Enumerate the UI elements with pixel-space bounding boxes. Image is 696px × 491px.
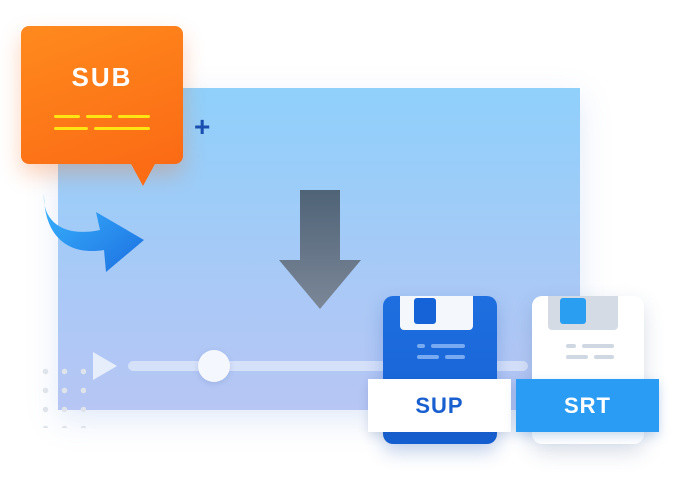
sup-file-tab [400,296,473,330]
progress-knob[interactable] [198,350,230,382]
srt-format-label[interactable]: SRT [516,379,659,432]
curved-arrow-icon [43,194,144,272]
srt-text-line [582,344,614,348]
sup-text-line [417,344,425,348]
subtitle-dash [94,127,150,130]
srt-text-line [594,355,614,359]
sup-text-line [417,355,439,359]
srt-file-tab-slot [560,298,586,324]
plus-sign: + [194,111,211,142]
sub-subtitle-bubble [21,26,183,164]
subtitle-dash [54,127,88,130]
sup-text-line [445,355,465,359]
srt-text-line [566,355,588,359]
sup-file-tab-slot [414,298,436,324]
dot-grid-decoration [36,362,86,428]
sup-text-line [431,344,465,348]
subtitle-dash [54,115,80,118]
progress-track[interactable] [128,361,528,371]
sub-label: SUB [71,62,133,92]
down-arrow-icon [279,190,361,309]
subtitle-dash [86,115,112,118]
sub-bubble-tail [130,162,156,186]
sup-format-label[interactable]: SUP [368,379,511,432]
srt-text-line [566,344,576,348]
subtitle-dash [118,115,150,118]
play-icon[interactable] [93,352,117,380]
